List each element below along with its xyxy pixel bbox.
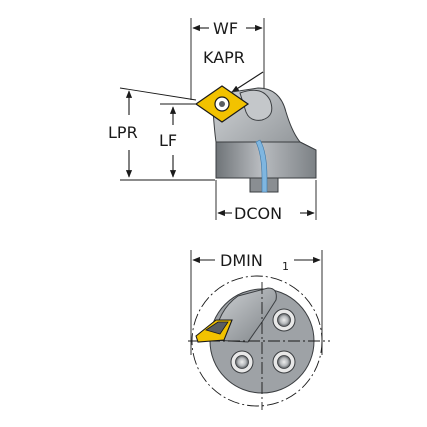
dcon-dimension: DCON: [215, 180, 317, 223]
front-view: DMIN 1: [188, 250, 330, 410]
tool-body-side: [211, 87, 317, 193]
insert-side: [194, 85, 250, 123]
dcon-label: DCON: [234, 204, 282, 223]
lpr-dimension: LPR: [108, 87, 215, 181]
bolt-holes: [230, 308, 296, 374]
dmin-dimension: DMIN 1: [190, 250, 323, 355]
lpr-label: LPR: [108, 123, 138, 142]
kapr-label: KAPR: [203, 48, 245, 67]
dmin-label: DMIN: [220, 251, 263, 270]
wf-dimension: WF: [190, 18, 265, 100]
kapr-dimension: KAPR: [203, 48, 264, 93]
dmin-subscript: 1: [282, 260, 289, 273]
side-view: WF KAPR LPR LF: [108, 18, 317, 223]
wf-label: WF: [213, 19, 238, 38]
insert-front: [195, 319, 233, 343]
lf-dimension: LF: [159, 103, 196, 178]
lf-label: LF: [159, 131, 177, 150]
